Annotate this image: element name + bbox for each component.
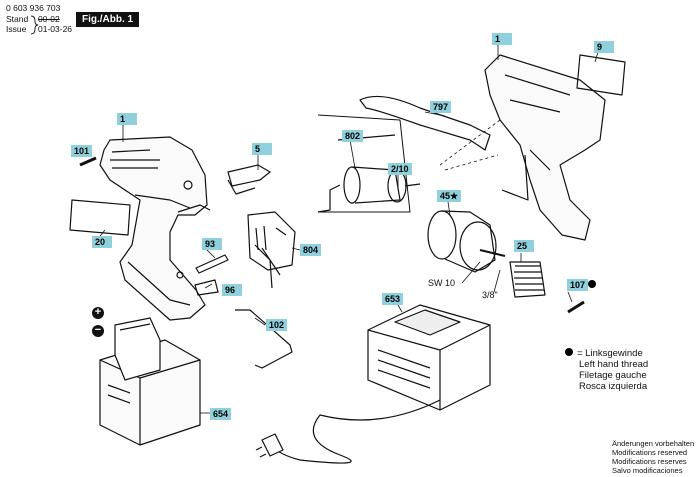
part-label-96: 96 [222, 284, 242, 296]
issue-label: Issue [6, 24, 27, 34]
part-label-804: 804 [300, 244, 322, 256]
thread-size-text: 3/8" [482, 290, 498, 300]
legend-line-1: = Linksgewinde [577, 348, 643, 359]
part-label-1-housing-right: 1 [492, 33, 512, 45]
issue-value: 01-03-26 [38, 24, 73, 34]
bullet-icon [565, 348, 573, 356]
part-label-654: 654 [210, 408, 232, 420]
sw10-text: SW 10 [428, 278, 456, 288]
thread-legend: = Linksgewinde Left hand thread Filetage… [565, 348, 648, 392]
mods-line-3: Modifications reserves [612, 457, 687, 466]
legend-line-4: Rosca izquierda [579, 381, 648, 392]
part-label-93: 93 [202, 238, 222, 250]
stand-value: 00-02 [38, 14, 60, 24]
figure-tag: Fig./Abb. 1 [76, 12, 140, 27]
minus-terminal-icon: − [92, 325, 104, 337]
housing-left-shape [99, 136, 208, 321]
part-label-2-10: 2/10 [388, 163, 412, 175]
part-label-9: 9 [594, 41, 614, 53]
part-label-20: 20 [92, 236, 112, 248]
stand-label: Stand [6, 14, 29, 24]
plus-terminal-icon: + [92, 307, 104, 319]
part-label-25: 25 [514, 240, 534, 252]
part-label-107: 107 [567, 279, 589, 291]
mods-line-4: Salvo modificaciones [612, 466, 683, 475]
part-label-45: 45★ [437, 190, 462, 202]
mods-line-1: Änderungen vorbehalten [612, 439, 695, 448]
part-label-102: 102 [266, 319, 288, 331]
part-number: 0 603 936 703 [6, 3, 61, 13]
mods-line-2: Modifications reserved [612, 448, 688, 457]
part-label-802: 802 [342, 130, 364, 142]
modifications-note: Änderungen vorbehalten Modifications res… [612, 439, 694, 475]
part-label-797: 797 [430, 101, 452, 113]
part-label-5: 5 [252, 143, 272, 155]
part-label-653: 653 [382, 293, 404, 305]
legend-line-2: Left hand thread [579, 359, 649, 370]
part-label-1-housing: 1 [117, 113, 137, 125]
legend-line-3: Filetage gauche [579, 370, 647, 381]
part-label-101: 101 [71, 145, 93, 157]
